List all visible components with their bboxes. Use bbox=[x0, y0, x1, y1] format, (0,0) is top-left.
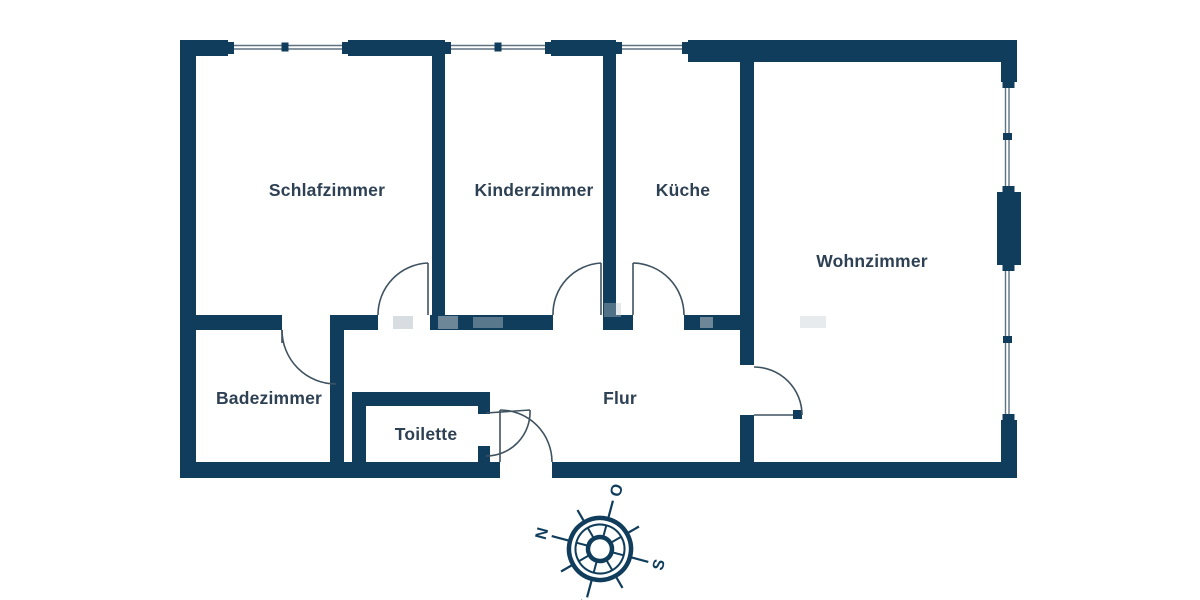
wall-flur-top-1 bbox=[196, 315, 282, 330]
compass-inner-spokes bbox=[576, 525, 624, 573]
doors bbox=[281, 262, 803, 463]
window-cap bbox=[682, 42, 688, 54]
watermark-fragment bbox=[393, 316, 413, 329]
wall-bottom-left bbox=[180, 462, 500, 478]
window-wohnzimmer-upper bbox=[1002, 82, 1015, 192]
window-kinderzimmer bbox=[445, 42, 551, 54]
window-cap bbox=[445, 42, 451, 54]
room-label-badezimmer: Badezimmer bbox=[216, 388, 322, 408]
wall-top-pier-2 bbox=[551, 40, 616, 56]
watermark-fragment bbox=[800, 316, 826, 328]
wall-flur-top-4 bbox=[603, 315, 633, 330]
compass-letter-north: N bbox=[533, 526, 552, 542]
compass-outer-spokes bbox=[551, 500, 649, 598]
window-mullion bbox=[1003, 336, 1012, 343]
window-wohnzimmer-lower bbox=[1002, 265, 1015, 420]
room-label-wohnzimmer: Wohnzimmer bbox=[816, 251, 928, 271]
wall-top-pier-1 bbox=[348, 40, 445, 56]
wall-kueche-wohnzimmer bbox=[740, 62, 754, 365]
wall-flur-wohnzimmer-lower bbox=[740, 415, 754, 462]
window-kueche bbox=[616, 42, 688, 54]
room-labels: Schlafzimmer Kinderzimmer Küche Wohnzimm… bbox=[216, 180, 928, 444]
door-panel-tip bbox=[793, 410, 802, 419]
door-badezimmer bbox=[281, 329, 337, 385]
wall-badezimmer-right bbox=[330, 315, 344, 462]
wall-toilette-left bbox=[352, 392, 366, 462]
window-mullion bbox=[494, 42, 502, 52]
door-swing-arc bbox=[377, 262, 429, 316]
door-panel bbox=[485, 409, 531, 414]
window-cap bbox=[616, 42, 622, 54]
watermark-fragment bbox=[438, 316, 458, 329]
door-schlafzimmer bbox=[377, 262, 429, 316]
room-label-schlafzimmer: Schlafzimmer bbox=[269, 180, 385, 200]
wall-kinder-kueche bbox=[603, 56, 616, 315]
outer-walls bbox=[180, 40, 1021, 478]
window-schlafzimmer bbox=[228, 42, 348, 54]
door-swing-arc bbox=[499, 409, 553, 463]
wall-toilette-jamb-bottom bbox=[478, 446, 490, 462]
wall-schlaf-kinder bbox=[432, 56, 445, 315]
compass-letter-south: S bbox=[650, 557, 669, 572]
door-kinderzimmer bbox=[552, 262, 602, 316]
watermark-fragment bbox=[604, 303, 621, 317]
door-swing-arc bbox=[281, 329, 337, 385]
door-entrance bbox=[499, 409, 553, 463]
interior-walls bbox=[196, 56, 754, 462]
window-cap bbox=[1002, 414, 1015, 420]
compass-mid-ring bbox=[574, 523, 626, 575]
wall-left bbox=[180, 40, 196, 478]
watermark-fragment bbox=[473, 317, 503, 328]
door-wohnzimmer bbox=[753, 366, 803, 419]
door-swing-arc bbox=[632, 262, 685, 316]
door-kueche bbox=[632, 262, 685, 316]
compass-rose: N O S W bbox=[533, 482, 669, 600]
window-cap bbox=[1002, 265, 1015, 271]
window-cap bbox=[545, 42, 551, 54]
room-label-kueche: Küche bbox=[656, 180, 711, 200]
room-label-toilette: Toilette bbox=[395, 424, 458, 444]
wall-toilette-top bbox=[352, 392, 486, 406]
compass-outer-ring bbox=[566, 515, 634, 583]
window-mullion bbox=[281, 42, 289, 52]
compass-letter-east: O bbox=[607, 482, 627, 498]
watermark-fragment bbox=[700, 317, 713, 328]
watermark bbox=[393, 303, 826, 329]
wall-right-bottom-corner bbox=[1001, 420, 1017, 478]
window-cap bbox=[228, 42, 234, 54]
wall-top-corner bbox=[180, 40, 228, 56]
door-swing-arc bbox=[753, 366, 803, 416]
wall-toilette-jamb-top bbox=[478, 392, 490, 414]
window-cap bbox=[1002, 186, 1015, 192]
door-toilette bbox=[485, 409, 531, 457]
window-glass-line bbox=[622, 44, 682, 50]
wall-top-wohnzimmer bbox=[688, 40, 1017, 62]
door-swing-arc bbox=[552, 262, 602, 316]
compass-hub bbox=[585, 534, 615, 564]
window-cap bbox=[1002, 82, 1015, 88]
wall-right-top-corner bbox=[1001, 40, 1017, 82]
window-cap bbox=[342, 42, 348, 54]
wall-flur-top-2 bbox=[344, 315, 378, 330]
window-mullion bbox=[1003, 133, 1012, 140]
balcony-door-block bbox=[997, 192, 1021, 265]
wall-flur-top-3 bbox=[430, 315, 553, 330]
room-label-flur: Flur bbox=[603, 388, 637, 408]
wall-bottom-right bbox=[552, 462, 1017, 478]
room-label-kinderzimmer: Kinderzimmer bbox=[474, 180, 593, 200]
door-swing-arc bbox=[485, 409, 531, 457]
